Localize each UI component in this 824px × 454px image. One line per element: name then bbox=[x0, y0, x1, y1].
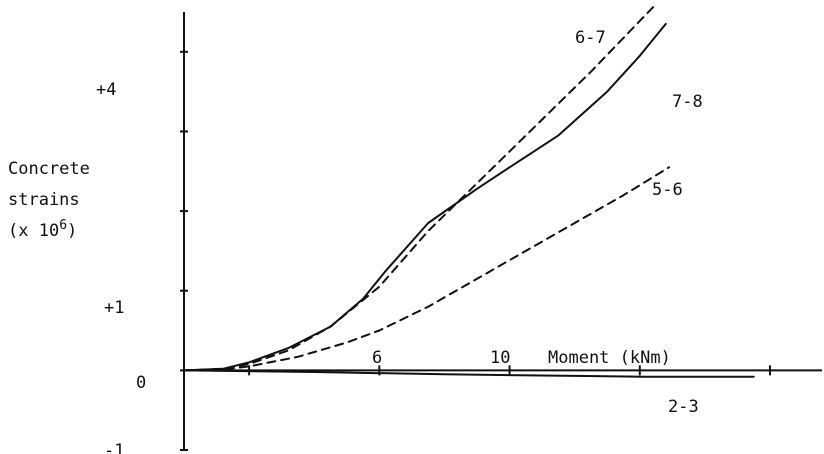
x-axis-label: Moment (kNm) bbox=[548, 348, 671, 368]
series-layer bbox=[183, 3, 755, 378]
series-label-7-8: 7-8 bbox=[672, 92, 703, 112]
series-label-6-7: 6-7 bbox=[575, 28, 606, 48]
series-line-6-7 bbox=[183, 3, 658, 372]
y-tick-label-plus-1: +1 bbox=[104, 298, 124, 318]
series-line-5-6 bbox=[183, 166, 671, 372]
y-tick-label-minus-1: -1 bbox=[104, 441, 124, 454]
y-axis-label-close-paren: ) bbox=[67, 221, 77, 241]
y-axis-label-line-3: (x 106) bbox=[8, 218, 77, 241]
series-label-5-6: 5-6 bbox=[652, 180, 683, 200]
x-tick-label-10: 10 bbox=[490, 348, 510, 368]
axes-layer bbox=[183, 12, 822, 450]
y-axis-label-line-2: strains bbox=[8, 190, 80, 210]
y-tick-label-plus-4: +4 bbox=[96, 80, 116, 100]
x-tick-label-6: 6 bbox=[372, 348, 382, 368]
series-label-2-3: 2-3 bbox=[668, 397, 699, 417]
y-tick-label-0: 0 bbox=[136, 373, 146, 393]
y-axis-label-superscript: 6 bbox=[59, 218, 67, 233]
series-line-2-3 bbox=[183, 369, 755, 378]
y-axis-label-line-1: Concrete bbox=[8, 159, 90, 179]
labels-layer: +4 +1 0 -1 6 10 Moment (kNm) Concrete strains (x … bbox=[8, 28, 703, 454]
series-line-7-8 bbox=[183, 22, 667, 372]
